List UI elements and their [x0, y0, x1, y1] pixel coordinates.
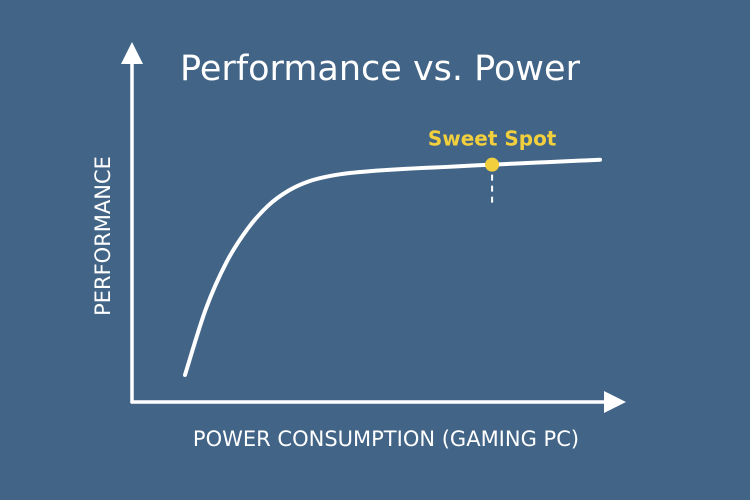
x-axis-label: POWER CONSUMPTION (GAMING PC) — [193, 427, 579, 451]
performance-curve-line — [183, 157, 602, 377]
y-axis-arrow-icon — [121, 42, 143, 64]
x-axis-arrow-icon — [604, 391, 626, 413]
chart-title: Performance vs. Power — [180, 49, 581, 89]
y-axis-label: PERFORMANCE — [91, 156, 115, 316]
series-layer — [183, 157, 602, 377]
axes — [121, 42, 626, 413]
sweet-spot-marker — [485, 157, 500, 172]
sweet-spot-label: Sweet Spot — [428, 127, 557, 151]
annotation-layer: Sweet Spot — [428, 127, 557, 207]
